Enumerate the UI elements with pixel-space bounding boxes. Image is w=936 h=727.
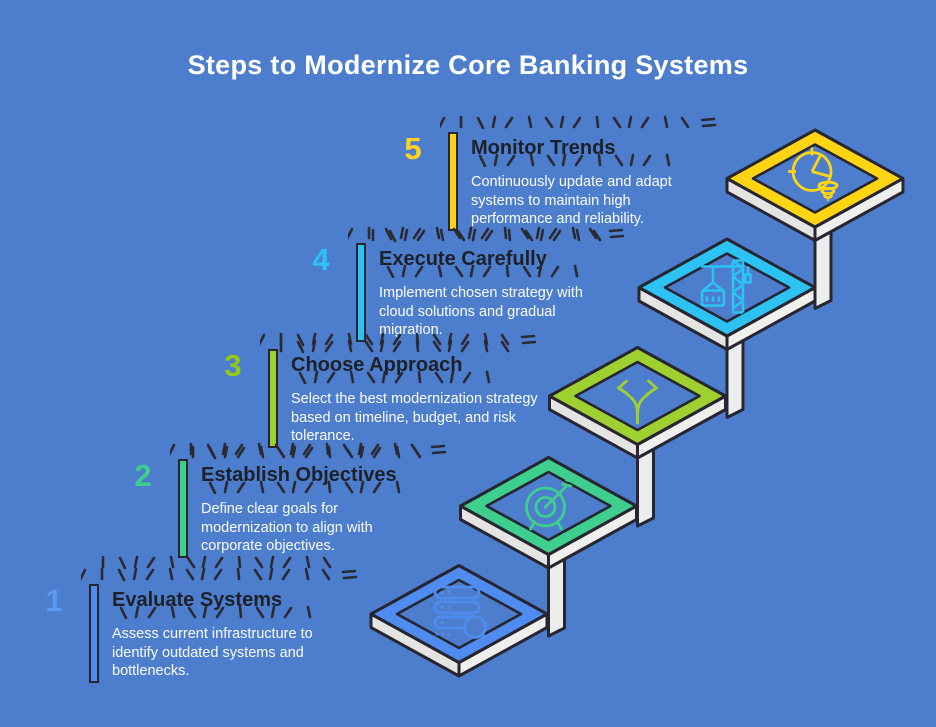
- step-3-platform: [548, 346, 727, 528]
- step-2-description: Define clear goals for modernization to …: [201, 501, 373, 554]
- step-riser: [636, 447, 655, 528]
- fork-path-icon: [617, 379, 658, 425]
- step-1-number: 1: [45, 583, 63, 618]
- page-title: Steps to Modernize Core Banking Systems: [187, 50, 749, 80]
- step-4-platform: [637, 237, 817, 419]
- target-arrow-icon: [525, 478, 576, 531]
- step-3-bar: [268, 349, 278, 448]
- crane-icon: [700, 259, 752, 314]
- step-riser: [725, 339, 745, 419]
- step-5-platform: [725, 128, 905, 310]
- step-4-title: Execute Carefully: [379, 248, 547, 270]
- step-3-number: 3: [224, 348, 242, 383]
- step-riser: [547, 557, 566, 638]
- server-search-icon: [433, 585, 490, 642]
- step-5-description: Continuously update and adapt systems to…: [471, 174, 672, 227]
- step-4-description: Implement chosen strategy with cloud sol…: [379, 285, 583, 338]
- step-4-number: 4: [312, 242, 330, 277]
- step-1-platform: [369, 564, 549, 678]
- step-2-title: Establish Objectives: [201, 464, 397, 486]
- step-2-block: 2 Establish Objectives Define clear goal…: [92, 442, 452, 586]
- step-3-description: Select the best modernization strategy b…: [291, 391, 538, 444]
- step-1-description: Assess current infrastructure to identif…: [112, 626, 313, 679]
- step-4-bar: [356, 243, 366, 342]
- step-riser: [813, 230, 833, 310]
- step-1-title: Evaluate Systems: [112, 589, 283, 611]
- step-3-title: Choose Approach: [291, 354, 463, 376]
- step-2-number: 2: [134, 458, 152, 493]
- step-5-bar: [448, 132, 458, 231]
- trends-monitor-icon: [788, 147, 839, 201]
- step-3-block: 3 Choose Approach Select the best modern…: [182, 332, 542, 476]
- step-2-platform: [459, 456, 638, 638]
- step-5-block: 5 Monitor Trends Continuously update and…: [362, 115, 722, 259]
- step-1-bar: [89, 584, 99, 683]
- step-5-number: 5: [404, 131, 422, 166]
- step-2-bar: [178, 459, 188, 558]
- step-1-block: 1 Evaluate Systems Assess current infras…: [33, 567, 363, 711]
- burst-decoration: [92, 555, 332, 570]
- step-5-title: Monitor Trends: [471, 137, 616, 159]
